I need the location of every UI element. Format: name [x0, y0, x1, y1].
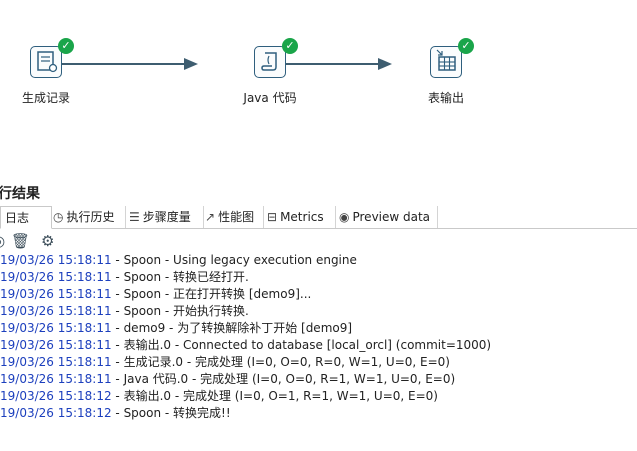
tab-step-metrics-label: 步骤度量 — [142, 210, 191, 224]
log-line: 19/03/26 15:18:11 - Spoon - Using legacy… — [0, 253, 357, 267]
log-line: 19/03/26 15:18:11 - Spoon - 正在打开转换 [demo… — [0, 287, 312, 301]
hop-arrow-2 — [378, 58, 392, 70]
step-label: 生成记录 — [21, 91, 70, 105]
step-metrics-icon: ☰ — [129, 210, 140, 224]
log-line: 19/03/26 15:18:11 - demo9 - 为了转换解除补丁开始 [… — [0, 321, 353, 335]
tab-performance-label: 性能图 — [218, 210, 255, 224]
preview-icon: ◉ — [339, 210, 350, 224]
history-icon: ◷ — [53, 210, 64, 224]
log-line: 19/03/26 15:18:11 - 表输出.0 - Connected to… — [0, 338, 492, 352]
log-line: 19/03/26 15:18:11 - Spoon - 开始执行转换. — [0, 304, 249, 318]
success-check-icon: ✓ — [282, 38, 298, 54]
tab-log-label: 日志 — [5, 210, 30, 225]
stop-icon[interactable]: ◎ — [0, 232, 8, 250]
execution-results-title: 行结果 — [0, 186, 40, 202]
tab-execution-history[interactable]: ◷ 执行历史 — [50, 206, 126, 228]
table-output-icon[interactable] — [430, 46, 462, 78]
tab-step-metrics[interactable]: ☰ 步骤度量 — [126, 206, 204, 228]
tab-metrics-label: Metrics — [280, 210, 324, 224]
performance-graph-icon: ↗ — [205, 210, 216, 224]
tab-performance-graph[interactable]: ↗ 性能图 — [202, 206, 264, 228]
success-check-icon: ✓ — [458, 38, 474, 54]
panel-divider[interactable] — [0, 160, 637, 176]
log-output[interactable]: 19/03/26 15:18:11 - Spoon - Using legacy… — [0, 252, 637, 432]
step-label: 表输出 — [427, 91, 464, 105]
tab-history-label: 执行历史 — [66, 210, 115, 224]
tab-metrics[interactable]: ⊟ Metrics — [264, 206, 336, 228]
hop-arrow-1 — [184, 58, 198, 70]
hop-line-1[interactable] — [62, 63, 184, 65]
generate-rows-icon[interactable] — [30, 46, 62, 78]
tab-preview-data[interactable]: ◉ Preview data — [336, 206, 438, 228]
metrics-icon: ⊟ — [267, 210, 278, 224]
log-line: 19/03/26 15:18:11 - Java 代码.0 - 完成处理 (I=… — [0, 372, 456, 386]
log-line: 19/03/26 15:18:11 - Spoon - 转换已经打开. — [0, 270, 249, 284]
transformation-canvas[interactable]: ✓ 生成记录 ✓ Java 代码 ✓ 表输出 — [0, 0, 637, 158]
results-tab-bar: 日志 ◷ 执行历史 ☰ 步骤度量 ↗ 性能图 ⊟ Metrics ◉ Previ… — [0, 206, 637, 229]
java-code-icon[interactable] — [254, 46, 286, 78]
step-label: Java 代码 — [243, 91, 297, 105]
success-check-icon: ✓ — [58, 38, 74, 54]
tab-preview-label: Preview data — [352, 210, 431, 224]
hop-line-2[interactable] — [286, 63, 380, 65]
settings-gear-icon[interactable]: ⚙ — [41, 232, 55, 250]
trash-icon[interactable]: 🗑 — [11, 232, 31, 250]
log-line: 19/03/26 15:18:12 - Spoon - 转换完成!! — [0, 406, 231, 420]
tab-log[interactable]: 日志 — [0, 206, 52, 229]
log-line: 19/03/26 15:18:11 - 生成记录.0 - 完成处理 (I=0, … — [0, 355, 450, 369]
log-line: 19/03/26 15:18:12 - 表输出.0 - 完成处理 (I=0, O… — [0, 389, 438, 403]
